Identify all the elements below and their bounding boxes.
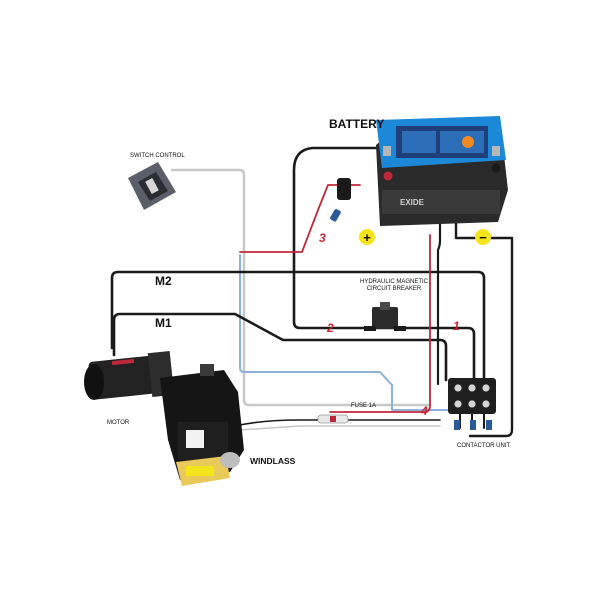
battery: EXIDE	[376, 116, 508, 226]
positive-terminal-marker: +	[359, 229, 375, 245]
m1-wire	[112, 312, 448, 382]
svg-text:EXIDE: EXIDE	[400, 198, 425, 207]
wire-number-3: 3	[319, 231, 326, 245]
circuit-breaker[interactable]	[364, 302, 406, 331]
windlass-label: WINDLASS	[250, 456, 296, 466]
breaker-label-line2: CIRCUIT BREAKER	[366, 286, 422, 292]
m1-label: M1	[155, 316, 172, 330]
fuse-label: FUSE 1A	[351, 403, 377, 409]
wire-number-4: 4	[421, 404, 428, 418]
switch-control-panel[interactable]	[128, 162, 176, 210]
m2-wire	[110, 270, 486, 380]
motor	[84, 350, 175, 400]
windlass-cable-2	[239, 425, 441, 431]
contactor-label: CONTACTOR UNIT	[457, 443, 511, 449]
battery-negative-wire	[454, 218, 514, 438]
wire-number-2: 2	[327, 321, 334, 335]
wire-number-1: 1	[453, 319, 460, 333]
m2-label: M2	[155, 274, 172, 288]
contactor-unit	[448, 378, 496, 430]
ground-wire	[436, 218, 442, 386]
fuse-1a-inline	[317, 414, 349, 424]
motor-label: MOTOR	[107, 420, 130, 426]
red-wire-4	[329, 234, 431, 413]
switch-control-label: SWITCH CONTROL	[130, 153, 185, 159]
battery-label: BATTERY	[329, 117, 385, 131]
windlass-cable	[239, 419, 441, 426]
windlass	[160, 364, 244, 486]
battery-positive-wire	[292, 146, 476, 382]
negative-terminal-marker: −	[475, 229, 491, 245]
breaker-label: HYDRAULIC MAGNETIC CIRCUIT BREAKER	[344, 279, 444, 292]
inline-fuse-holder	[330, 178, 351, 222]
breaker-label-line1: HYDRAULIC MAGNETIC	[359, 279, 428, 285]
blue-control-wire	[239, 254, 459, 411]
switch-control-wire	[170, 168, 432, 407]
